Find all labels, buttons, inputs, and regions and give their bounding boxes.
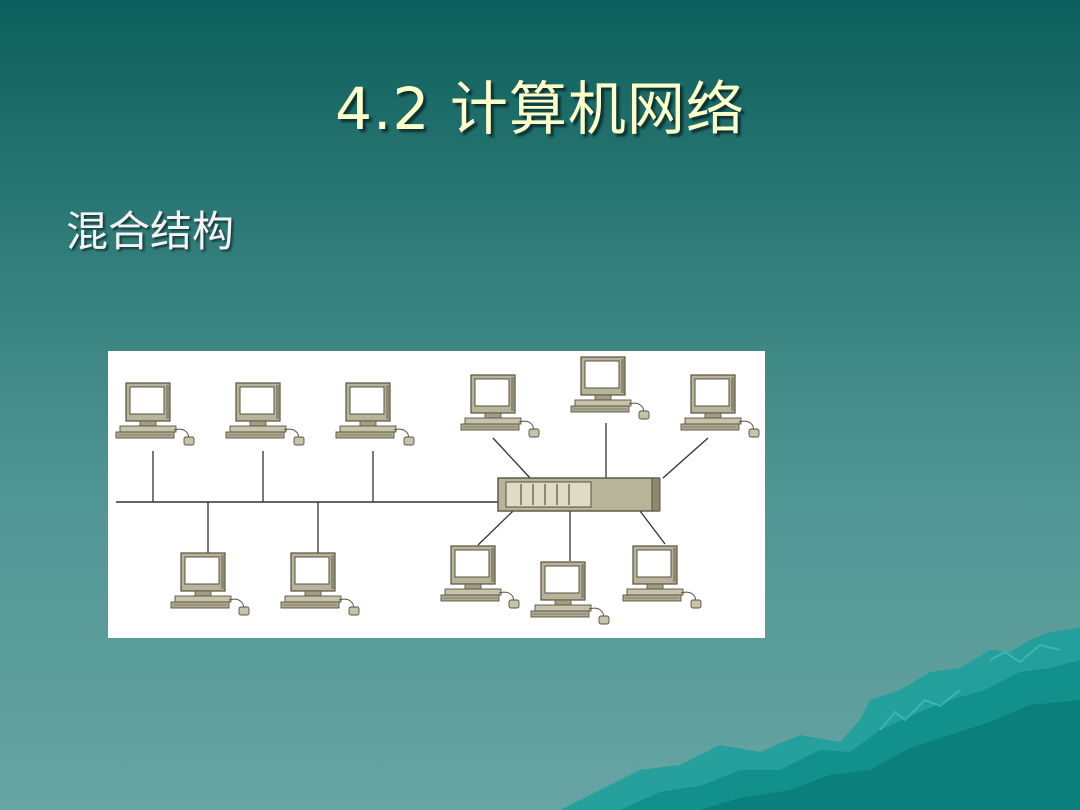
network-diagram	[108, 351, 765, 638]
computer-icon	[622, 545, 702, 609]
computer-icon	[335, 382, 415, 446]
computer-icon	[440, 545, 520, 609]
slide-title: 4.2 计算机网络	[335, 75, 745, 143]
hub-icon	[497, 477, 661, 512]
computer-icon	[280, 552, 360, 616]
computer-icon	[460, 374, 540, 438]
computer-icon	[570, 356, 650, 420]
computer-icon	[530, 561, 610, 625]
computer-icon	[225, 382, 305, 446]
computer-icon	[170, 552, 250, 616]
slide-subtitle: 混合结构	[66, 207, 235, 256]
computer-icon	[680, 374, 760, 438]
computer-icon	[115, 382, 195, 446]
